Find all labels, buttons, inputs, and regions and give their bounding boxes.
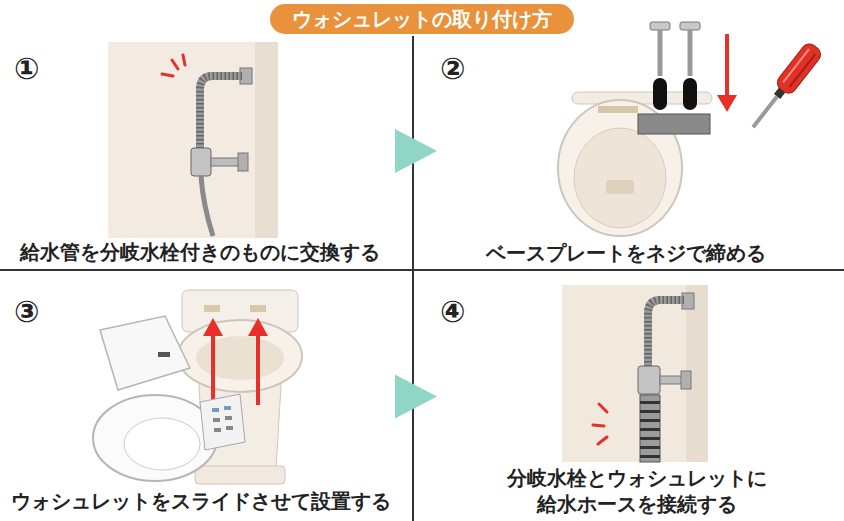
wall-hose-photo-part	[640, 410, 660, 413]
step-arrow	[395, 375, 437, 419]
washlet-seat-part	[214, 428, 221, 432]
washlet-seat-part	[226, 426, 233, 430]
wall-pipe-photo-part	[108, 42, 278, 238]
attention-mark-part	[183, 55, 185, 65]
down-arrow	[717, 34, 737, 112]
wall-hose-photo-part	[640, 401, 660, 404]
screwdriver-part	[774, 41, 824, 97]
wall-hose-photo-part	[640, 428, 660, 431]
attention-mark-part	[593, 425, 604, 426]
step-number: ④	[440, 295, 465, 329]
step-caption: ウォシュレットをスライドさせて設置する	[11, 488, 391, 514]
panel-divider-part	[0, 269, 844, 271]
wall-hose-photo-part	[648, 300, 684, 368]
wall-hose-photo-part	[640, 395, 660, 462]
wall-hose-photo-part	[640, 419, 660, 422]
title-pill: ウォシュレットの取り付け方	[270, 4, 574, 34]
screws	[650, 22, 700, 110]
attention-mark-part	[162, 74, 173, 76]
toilet-front-view-part	[178, 320, 302, 392]
washlet-seat-part	[224, 406, 231, 410]
up-arrow-part	[211, 334, 215, 405]
up-arrow-part	[203, 318, 223, 336]
toilet-front-view-part	[195, 466, 285, 484]
wall-hose-photo-part	[638, 366, 660, 394]
washlet-seat	[93, 316, 245, 481]
screws-part	[650, 22, 670, 30]
down-arrow-part	[717, 95, 737, 112]
wall-pipe-photo-part	[238, 153, 248, 171]
step-caption: 給水管を分岐水栓付きのものに交換する	[20, 239, 380, 265]
down-arrow-part	[725, 34, 729, 96]
screwdriver-part	[789, 54, 815, 87]
toilet-top-view-part	[574, 128, 666, 228]
step-number: ③	[14, 295, 39, 329]
attention-mark-part	[598, 437, 607, 444]
screws-part	[658, 30, 663, 76]
wall-hose-photo	[562, 285, 708, 462]
screws-part	[688, 30, 693, 76]
washlet-seat-part	[225, 416, 232, 420]
toilet-front-view-part	[196, 336, 284, 380]
toilet-top-view	[558, 92, 712, 236]
washlet-seat-part	[124, 418, 200, 470]
screws-part	[680, 22, 700, 30]
step-number: ①	[14, 52, 39, 86]
toilet-top-view-part	[598, 106, 638, 113]
attention-mark-part	[172, 60, 178, 69]
washlet-seat-part	[212, 408, 219, 412]
step-caption: 分岐水栓とウォシュレットに 給水ホースを接続する	[499, 465, 775, 517]
screws-part	[683, 78, 697, 110]
wall-hose-photo-part	[640, 446, 660, 449]
wall-hose-photo-part	[640, 437, 660, 440]
step-panel: ② ベースプレートをネジで締める	[437, 35, 844, 267]
washlet-seat-part	[200, 394, 245, 450]
up-arrow-part	[248, 318, 268, 336]
wall-pipe-photo-part	[211, 158, 241, 166]
washlet-seat-part	[158, 352, 170, 357]
wall-pipe-photo-part	[201, 176, 213, 236]
wall-hose-photo-part	[660, 376, 684, 384]
panel-divider	[0, 36, 844, 521]
base-plate	[638, 114, 710, 134]
up-arrow-part	[256, 334, 260, 405]
toilet-front-view-part	[250, 305, 266, 312]
attention-mark	[593, 404, 607, 444]
wall-pipe-photo-part	[200, 76, 242, 150]
up-arrow	[203, 318, 268, 405]
washlet-seat-part	[213, 418, 220, 422]
step-panel: ① 給水管を分岐水栓付きのものに交換する	[0, 35, 395, 267]
wall-pipe-photo-part	[255, 42, 278, 238]
step-number: ②	[440, 52, 465, 86]
screwdriver-part	[753, 97, 777, 128]
screws-part	[653, 78, 667, 110]
toilet-front-view-part	[204, 305, 220, 312]
wall-hose-photo-part	[648, 300, 684, 368]
wall-pipe-photo-part	[191, 148, 211, 176]
wall-hose-photo-part	[640, 455, 660, 458]
attention-mark	[162, 55, 185, 76]
step-panel: ④ 分岐水栓とウォシュレットに 給水ホースを接続する	[437, 272, 844, 521]
washlet-seat-part	[93, 395, 217, 481]
wall-hose-photo-part	[562, 285, 708, 462]
panel-divider-part	[412, 36, 414, 521]
wall-hose-photo-part	[681, 371, 691, 389]
screwdriver	[745, 41, 824, 134]
wall-pipe-photo-part	[200, 76, 242, 150]
step-caption: ベースプレートをネジで締める	[486, 240, 766, 266]
wall-pipe-photo	[108, 42, 278, 238]
step-panel: ③ ウォシュレットをスライドさせて設置する	[0, 272, 395, 521]
step-arrow	[395, 129, 437, 173]
washlet-seat-part	[100, 316, 190, 390]
attention-mark-part	[599, 404, 607, 412]
toilet-top-view-part	[606, 180, 634, 194]
